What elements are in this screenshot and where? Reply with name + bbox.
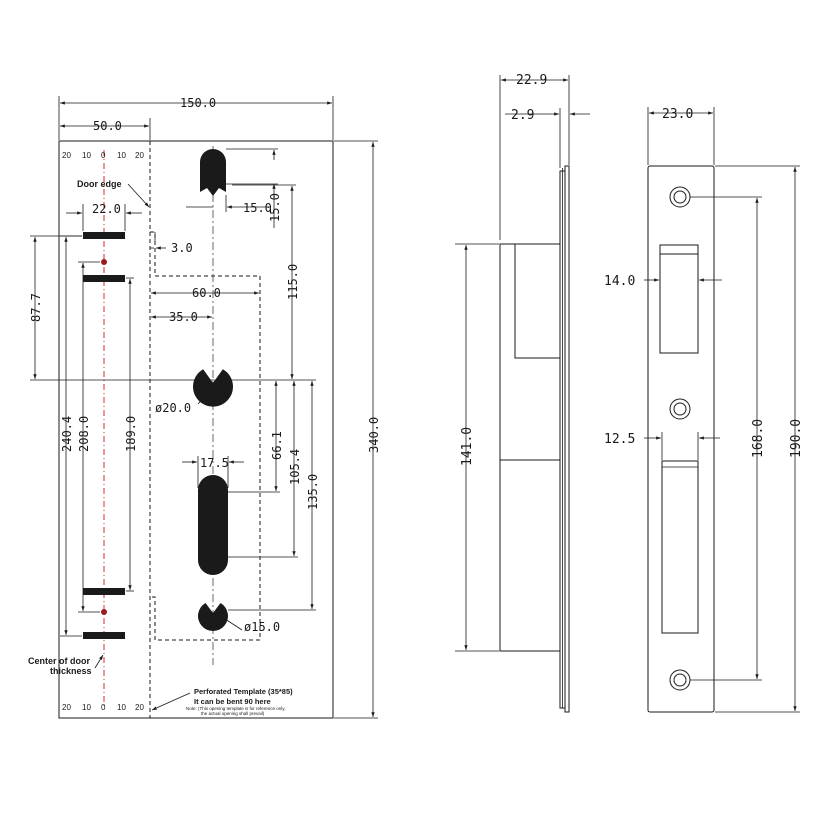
dim-d20: ø20.0	[155, 401, 191, 415]
dim-22-9: 22.9	[516, 73, 547, 88]
small-hole-15	[197, 603, 228, 631]
dim-105-4: 105.4	[288, 449, 302, 485]
scale-tick: 20	[62, 151, 71, 160]
scale-top: 20 10 0 10 20	[62, 151, 144, 160]
template-outline	[58, 140, 334, 719]
scale-tick: 10	[117, 151, 126, 160]
dim-15-v: 15.0	[268, 193, 282, 222]
dim-d15: ø15.0	[244, 620, 280, 634]
dim-340: 340.0	[367, 417, 381, 453]
lock-body-side	[499, 243, 561, 652]
dim-12-5: 12.5	[604, 432, 635, 447]
perforated-label-line1: Perforated Template (35*85)	[194, 687, 293, 696]
lower-case-side	[499, 459, 561, 652]
top-slot-cutout	[200, 149, 226, 196]
dim-168: 168.0	[751, 419, 766, 458]
dim-141: 141.0	[460, 427, 475, 466]
dim-240-4: 240.4	[60, 416, 74, 452]
dim-115: 115.0	[286, 264, 300, 300]
dim-189: 189.0	[124, 416, 138, 452]
dim-14: 14.0	[604, 274, 635, 289]
scale-tick: 0	[101, 151, 106, 160]
dim-22: 22.0	[92, 202, 121, 216]
screw-top	[669, 186, 691, 208]
center-label-line1: Center of door	[28, 656, 90, 666]
dim-23: 23.0	[662, 107, 693, 122]
screw-center-marker-bottom	[101, 609, 107, 615]
note-line2: the actual opening shall prevail)	[201, 711, 265, 716]
scale-tick: 10	[82, 703, 91, 712]
perforated-label-line2: It can be bent 90 here	[194, 697, 271, 706]
dead-bolt	[661, 460, 699, 634]
screw-slot-bottom-1	[83, 588, 125, 595]
screw-slot-top-1	[83, 232, 125, 239]
screw-bottom	[669, 669, 691, 691]
dim-190: 190.0	[789, 419, 804, 458]
upper-latch-housing	[514, 243, 561, 359]
scale-tick: 20	[135, 703, 144, 712]
dim-35: 35.0	[169, 310, 198, 324]
door-edge-label: Door edge	[77, 179, 122, 189]
scale-tick: 20	[135, 151, 144, 160]
opening-template: 20 10 0 10 20 20 10 0 10 20 150.0	[28, 96, 381, 719]
screw-center-marker-top	[101, 259, 107, 265]
perforated-pocket-outline	[150, 231, 261, 641]
dim-3: 3.0	[171, 241, 193, 255]
scale-tick: 0	[101, 703, 106, 712]
scale-tick: 20	[62, 703, 71, 712]
dim-208: 208.0	[77, 416, 91, 452]
center-label-line2: thickness	[50, 666, 92, 676]
dim-2-9: 2.9	[511, 108, 534, 123]
screw-middle	[669, 398, 691, 420]
latch-bolt	[659, 244, 699, 354]
dim-87-7: 87.7	[29, 293, 43, 322]
lock-side-view: 22.9 2.9 141.0	[455, 73, 590, 713]
dim-17-5: 17.5	[200, 456, 229, 470]
handle-slot-cutout	[198, 475, 228, 575]
dim-66-1: 66.1	[270, 431, 284, 460]
faceplate-front-view: 23.0 14.0 12.5 168.0 190.0	[604, 107, 804, 713]
screw-slot-top-2	[83, 275, 125, 282]
dim-15-h: 15.0	[243, 201, 272, 215]
dim-150: 150.0	[180, 96, 216, 110]
dim-135: 135.0	[306, 474, 320, 510]
note-line1: Note: (This opening template is for refe…	[186, 706, 285, 711]
scale-tick: 10	[82, 151, 91, 160]
dim-50: 50.0	[93, 119, 122, 133]
faceplate-edge	[564, 165, 570, 713]
dim-60: 60.0	[192, 286, 221, 300]
faceplate-front	[647, 165, 715, 713]
screw-slot-bottom-2	[83, 632, 125, 639]
scale-tick: 10	[117, 703, 126, 712]
scale-bottom: 20 10 0 10 20	[62, 703, 144, 712]
